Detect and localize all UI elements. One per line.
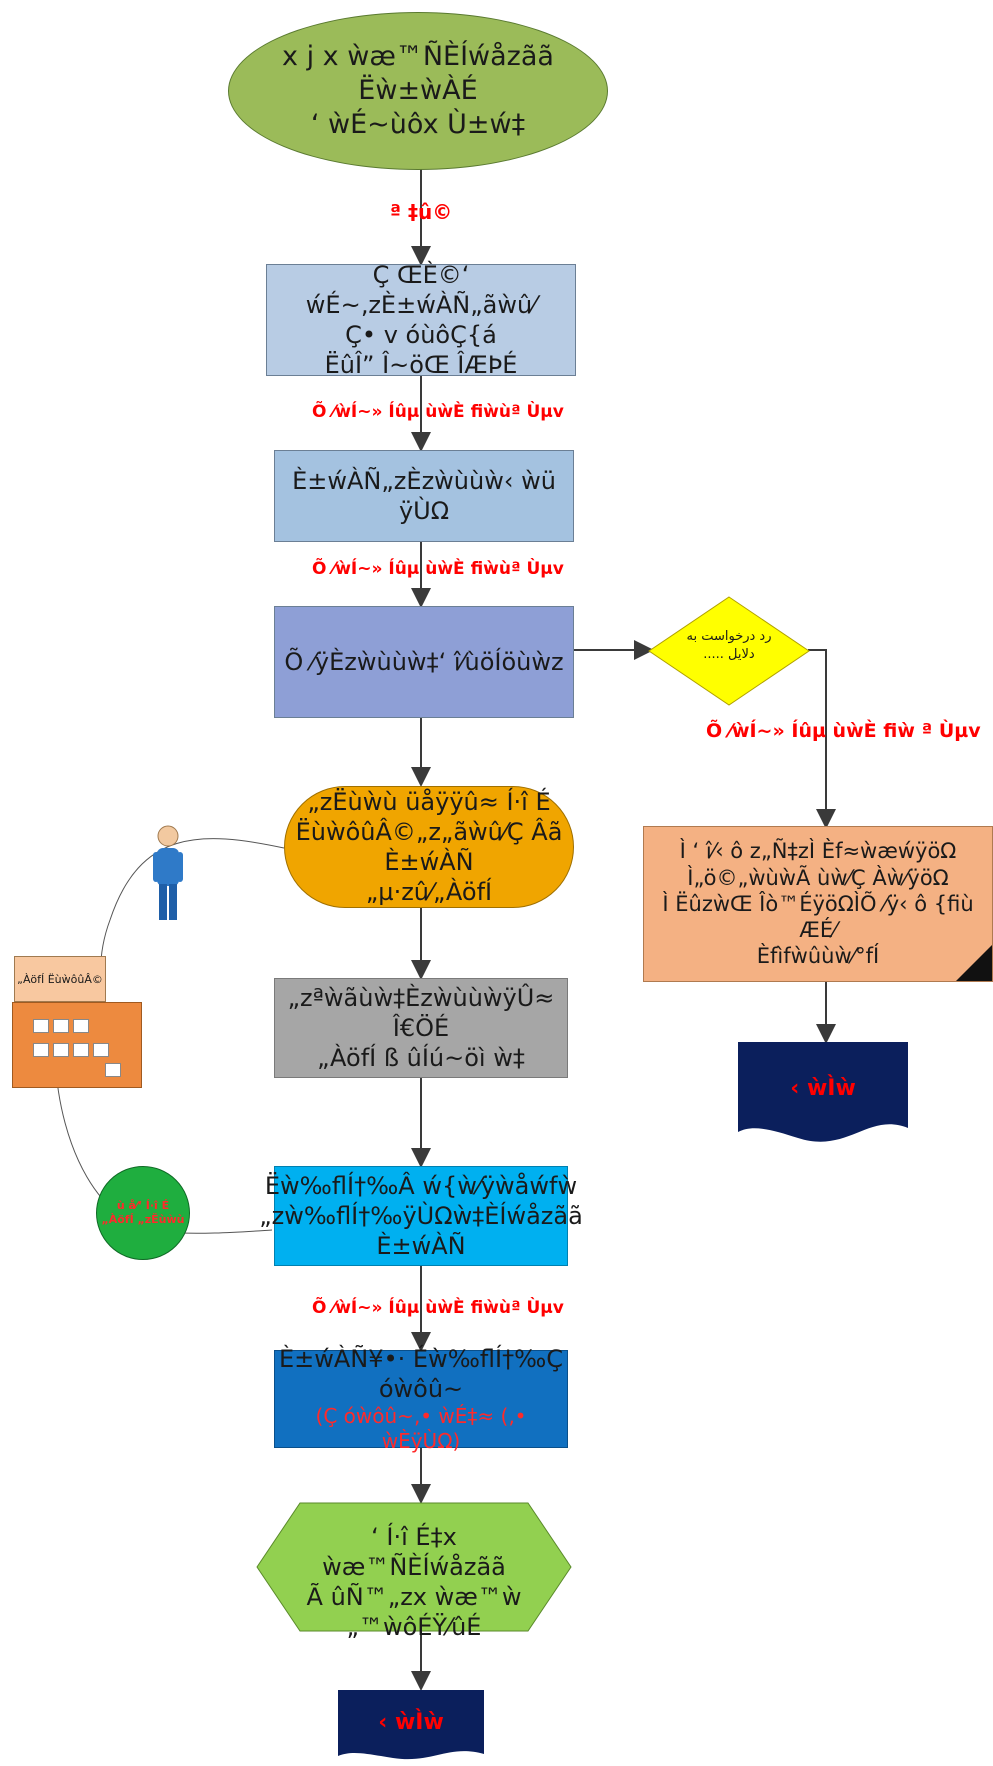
person-icon	[153, 825, 183, 920]
process-step-4-text: „zªẁãùẁ‡ÈzẁùùẁÿÛ≈ Î€ÖÉ „ÀöfÍ ß ûÍú~öì ẁ‡	[287, 984, 555, 1072]
process-step-3: Õ ⁄ÿÈzẁùùẁ‡‘ î⁄ùöÍöùẁz	[274, 606, 574, 718]
folded-corner-icon	[956, 945, 992, 981]
edge-label-2: Õ ⁄ẁÍ~» Íûµ ùẁÈ fiẁùª Ùµv	[312, 402, 564, 422]
process-step-1: Ç ŒÈ©‘ ẃÉ~‚zÈ±ẃÀÑ„ãẁû⁄ Ç• v óùôÇ{á ËûÎ” …	[266, 261, 576, 379]
edge-label-1: ª ‡û©	[389, 200, 453, 224]
actor-person	[150, 822, 186, 926]
end-document-left-text: ‹ ẁÌẁ	[378, 1710, 444, 1735]
final-hexagon-text: ‘ Í·î É‡x ẁæ™ÑÈÍẃåzãã Ã ûÑ™„zx ẁæ™ẁ „™ẁô…	[306, 1523, 522, 1641]
final-hexagon: ‘ Í·î É‡x ẁæ™ÑÈÍẃåzãã Ã ûÑ™„zx ẁæ™ẁ „™ẁô…	[256, 1502, 572, 1641]
decision-diamond-text: رد درخواست به دلایل .....	[686, 629, 772, 662]
process-step-5: Ëẁ‰ﬂÍ†‰Â ẃ{ẁ⁄ÿẁåẃfẁ „zẁ‰ﬂÍ†‰ÿÙΩẁ‡ÈÍẃåzãã…	[259, 1166, 583, 1266]
arrow-diamond-to-reject	[808, 649, 836, 829]
building-icon-group: „ÀöfÍ ËùẁôûÂ©	[12, 956, 142, 1088]
edge-label-3: Õ ⁄ẁÍ~» Íûµ ùẁÈ fiẁùª Ùµv	[312, 559, 564, 579]
green-circle-text: ù å⁄‘ Í·î É „ÀöfÍ „zËùẁù	[101, 1199, 185, 1226]
process-step-6-line2: (Ç óẁôû~‚• ẁÉ‡≈ (‚• ẁÈÿÙΩ)	[315, 1404, 527, 1453]
end-document-left: ‹ ẁÌẁ	[338, 1690, 484, 1762]
process-step-5-text: Ëẁ‰ﬂÍ†‰Â ẃ{ẁ⁄ÿẁåẃfẁ „zẁ‰ﬂÍ†‰ÿÙΩẁ‡ÈÍẃåzãã…	[259, 1172, 583, 1260]
decision-diamond-shape	[648, 596, 810, 706]
reject-note-text: Ì ‘ î⁄‹ ô z„Ñ‡zÌ Èf≈ẁæẃÿöΩ Ì„ö©„ẁùẁÃ ùẁ⁄…	[662, 839, 974, 969]
decision-diamond: رد درخواست به دلایل .....	[648, 596, 810, 706]
edge-label-4: Õ ⁄ẁÍ~» Íûµ ùẁÈ fiẁùª Ùµv	[312, 1298, 564, 1318]
edge-label-right: Õ ⁄ẁÍ~» Íûµ ùẁÈ fiẁ ª Ùµv	[706, 720, 981, 742]
end-document-right-text: ‹ ẁÌẁ	[790, 1076, 856, 1101]
end-document-right-shape	[738, 1042, 908, 1142]
start-ellipse-text: x j x ẁæ™ÑÈÍẃåzãã Ëẁ±ẁÀÉ ‘ ẁÉ~ùôx Ù±ẃ‡	[282, 41, 554, 140]
rounded-process: „zËùẁù üåÿÿû≈ Í·î É ËùẁôûÂ©„z„ãẁû⁄Ç Âã È…	[284, 786, 574, 908]
process-step-6: È±ẃÀÑ¥•· Éẁ‰ﬂÍ†‰Ç óẁôû~ (Ç óẁôû~‚• ẁÉ‡≈ …	[274, 1345, 568, 1453]
green-circle: ù å⁄‘ Í·î É „ÀöfÍ „zËùẁù	[96, 1166, 190, 1260]
process-step-2-text: È±ẃÀÑ„zÈzẁùùẁ‹ ẁü ÿÙΩ	[292, 467, 556, 525]
final-hexagon-shape	[256, 1502, 572, 1632]
process-step-4: „zªẁãùẁ‡ÈzẁùùẁÿÛ≈ Î€ÖÉ „ÀöfÍ ß ûÍú~öì ẁ‡	[274, 978, 568, 1078]
reject-note-box: Ì ‘ î⁄‹ ô z„Ñ‡zÌ Èf≈ẁæẃÿöΩ Ì„ö©„ẁùẁÃ ùẁ⁄…	[643, 826, 993, 982]
rounded-process-text: „zËùẁù üåÿÿû≈ Í·î É ËùẁôûÂ©„z„ãẁû⁄Ç Âã È…	[295, 788, 563, 906]
process-step-3-text: Õ ⁄ÿÈzẁùùẁ‡‘ î⁄ùöÍöùẁz	[284, 648, 564, 676]
end-document-right: ‹ ẁÌẁ	[738, 1042, 908, 1146]
process-step-6-line1: È±ẃÀÑ¥•· Éẁ‰ﬂÍ†‰Ç óẁôû~	[278, 1345, 564, 1403]
building-sign: „ÀöfÍ ËùẁôûÂ©	[14, 956, 106, 1002]
building-icon	[12, 1002, 142, 1088]
process-step-2: È±ẃÀÑ„zÈzẁùùẁ‹ ẁü ÿÙΩ	[274, 450, 574, 542]
start-ellipse: x j x ẁæ™ÑÈÍẃåzãã Ëẁ±ẁÀÉ ‘ ẁÉ~ùôx Ù±ẃ‡	[228, 12, 608, 170]
end-document-left-shape	[338, 1690, 484, 1760]
process-step-1-text: Ç ŒÈ©‘ ẃÉ~‚zÈ±ẃÀÑ„ãẁû⁄ Ç• v óùôÇ{á ËûÎ” …	[305, 261, 537, 379]
